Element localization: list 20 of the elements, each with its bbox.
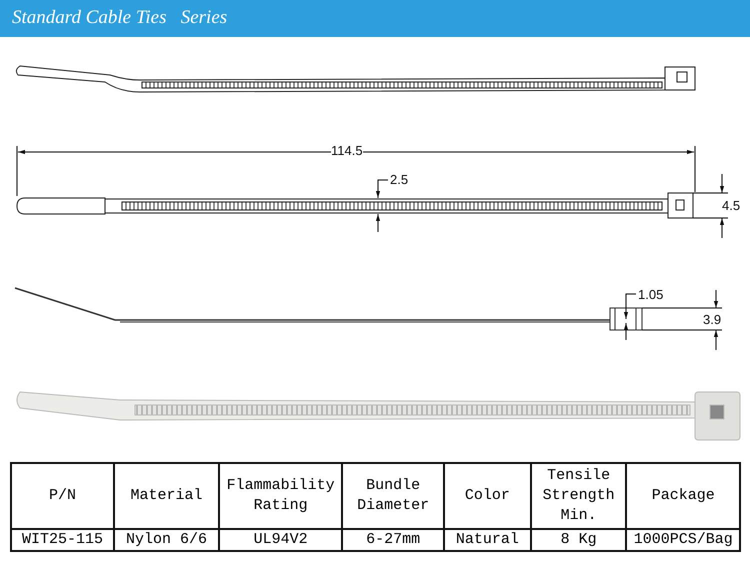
table-value: WIT25-115	[11, 529, 114, 551]
table-value: UL94V2	[219, 529, 342, 551]
table-value: Nylon 6/6	[114, 529, 219, 551]
table-value: 1000PCS/Bag	[626, 529, 740, 551]
dimension-label: 1.05	[638, 287, 664, 302]
column-header: Tensile Strength Min.	[530, 463, 626, 529]
dimension-label: 4.5	[722, 198, 740, 213]
table-value: 8 Kg	[530, 529, 626, 551]
column-header: Color	[444, 463, 531, 529]
column-header: Material	[114, 463, 219, 529]
dimension-label: 2.5	[390, 172, 408, 187]
column-header: Bundle Diameter	[342, 463, 444, 529]
column-header: Flammability Rating	[219, 463, 342, 529]
table-value: Natural	[444, 529, 531, 551]
dimension-label: 3.9	[703, 312, 722, 327]
dimension-label: 114.5	[331, 143, 363, 158]
column-header: P/N	[11, 463, 114, 529]
table-value: 6-27mm	[342, 529, 444, 551]
page-title: Standard Cable Ties Series	[12, 7, 228, 29]
column-header: Package	[626, 463, 740, 529]
